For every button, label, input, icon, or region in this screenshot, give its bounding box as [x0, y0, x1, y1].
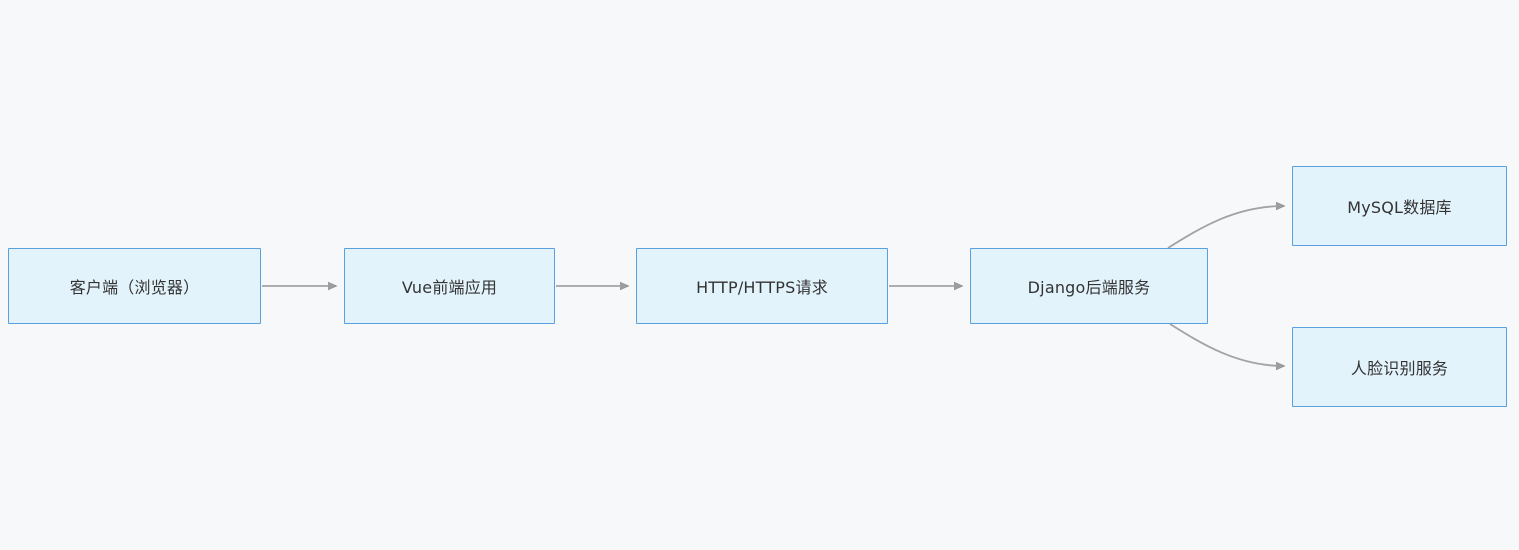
node-label: MySQL数据库	[1347, 198, 1452, 217]
node-label: Vue前端应用	[401, 278, 498, 297]
node-label: HTTP/HTTPS请求	[696, 278, 828, 297]
node-http-request: HTTP/HTTPS请求	[636, 248, 888, 324]
node-face-recognition-service: 人脸识别服务	[1292, 327, 1507, 407]
edge-django-to-face	[1169, 323, 1284, 366]
node-client-browser: 客户端（浏览器）	[8, 248, 261, 324]
node-mysql-database: MySQL数据库	[1292, 166, 1507, 246]
node-label: Django后端服务	[1027, 278, 1151, 297]
node-label: 客户端（浏览器）	[69, 278, 200, 297]
node-label: 人脸识别服务	[1350, 359, 1449, 378]
node-vue-frontend: Vue前端应用	[344, 248, 555, 324]
edge-django-to-mysql	[1167, 206, 1284, 249]
node-django-backend: Django后端服务	[970, 248, 1208, 324]
